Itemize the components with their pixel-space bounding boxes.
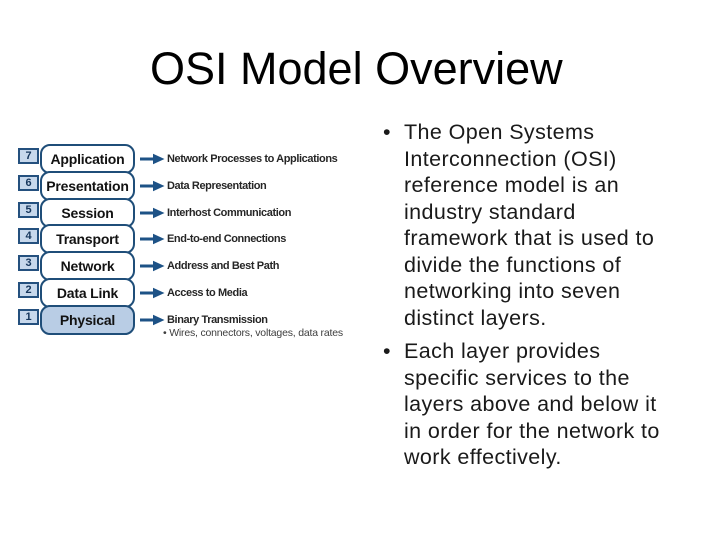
layer-number-badge: 2 bbox=[18, 282, 39, 298]
arrow-right-icon bbox=[140, 180, 165, 191]
osi-layer-row-transport: 4 Transport End-to-end Connections bbox=[0, 224, 420, 255]
layer-box-session: Session bbox=[40, 197, 135, 228]
arrow-right-icon bbox=[140, 314, 165, 325]
osi-layer-row-application: 7 Application Network Processes to Appli… bbox=[0, 144, 420, 174]
arrow-right-icon bbox=[140, 287, 165, 299]
osi-layer-row-session: 5 Session Interhost Communication bbox=[0, 197, 420, 228]
page-title: OSI Model Overview bbox=[150, 43, 563, 94]
layer-number-badge: 3 bbox=[18, 255, 39, 272]
bullet-icon: • bbox=[383, 120, 391, 144]
bullet-text: Each layer provides specific services to… bbox=[404, 339, 660, 469]
layer-number-badge: 7 bbox=[18, 148, 39, 164]
layer-box-physical: Physical bbox=[40, 304, 135, 335]
osi-layer-row-network: 3 Network Address and Best Path bbox=[0, 251, 420, 282]
layer-number-badge: 4 bbox=[18, 228, 39, 245]
layer-box-data-link: Data Link bbox=[40, 278, 135, 308]
osi-layer-row-physical: 1 Physical Binary Transmission bbox=[0, 304, 420, 335]
layer-number-badge: 5 bbox=[18, 201, 39, 218]
layer-number-badge: 1 bbox=[18, 308, 39, 325]
layer-description: Access to Media bbox=[167, 287, 248, 299]
layer-box-application: Application bbox=[40, 144, 135, 174]
arrow-right-icon bbox=[140, 234, 165, 245]
list-item: • The Open Systems Interconnection (OSI)… bbox=[383, 119, 708, 331]
layer-description: Data Representation bbox=[167, 179, 267, 192]
arrow-right-icon bbox=[140, 260, 165, 272]
layer-description: Interhost Communication bbox=[167, 206, 292, 219]
layer-number-badge: 6 bbox=[18, 174, 39, 191]
layer-description: Binary Transmission bbox=[167, 313, 268, 326]
content-bullet-list: • The Open Systems Interconnection (OSI)… bbox=[383, 119, 708, 471]
layer-box-transport: Transport bbox=[40, 224, 135, 255]
layer-box-presentation: Presentation bbox=[40, 170, 135, 201]
bullet-icon: • bbox=[383, 339, 391, 363]
physical-layer-note: • Wires, connectors, voltages, data rate… bbox=[163, 327, 343, 339]
osi-layer-row-data-link: 2 Data Link Access to Media bbox=[0, 278, 420, 308]
osi-layer-row-presentation: 6 Presentation Data Representation bbox=[0, 170, 420, 201]
layer-description: Network Processes to Applications bbox=[167, 153, 338, 165]
list-item: • Each layer provides specific services … bbox=[383, 338, 708, 471]
arrow-right-icon bbox=[140, 153, 165, 165]
layer-description: Address and Best Path bbox=[167, 260, 280, 273]
bullet-text: The Open Systems Interconnection (OSI) r… bbox=[404, 120, 655, 330]
arrow-right-icon bbox=[140, 207, 165, 218]
layer-box-network: Network bbox=[40, 251, 135, 282]
layer-description: End-to-end Connections bbox=[167, 233, 286, 246]
